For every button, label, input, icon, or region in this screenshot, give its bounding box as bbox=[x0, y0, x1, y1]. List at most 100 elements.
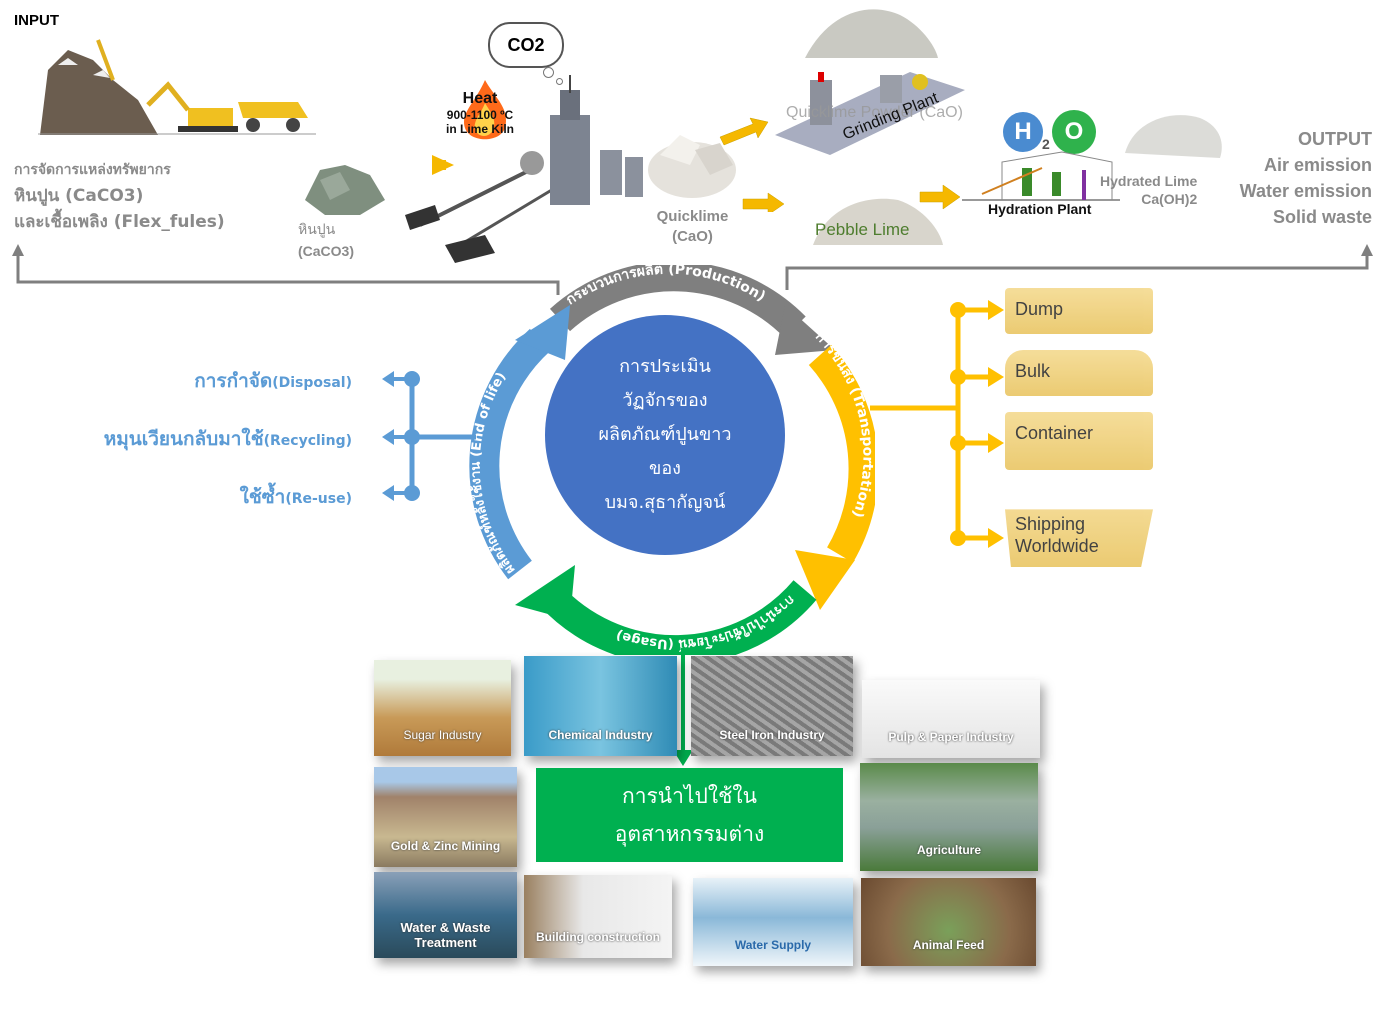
quicklime-powder-image bbox=[805, 9, 938, 58]
output-water-emission: Water emission bbox=[1239, 181, 1372, 201]
h2o-subscript: 2 bbox=[1042, 136, 1050, 152]
usage-arc bbox=[538, 580, 817, 655]
eol-recycling-en: (Recycling) bbox=[263, 433, 352, 449]
arrow-left-icon bbox=[382, 429, 394, 445]
limestone-label-th: หินปูน bbox=[298, 221, 336, 237]
arrow-right-icon bbox=[988, 528, 1004, 548]
transport-dump-label: Dump bbox=[1015, 299, 1064, 319]
arrow-up-icon bbox=[1361, 244, 1373, 256]
end-of-life-arrowhead-icon bbox=[515, 305, 570, 360]
industry-agriculture-label: Agriculture bbox=[916, 843, 981, 857]
transport-dump: Dump bbox=[1005, 288, 1153, 334]
arrow-to-pebble-icon bbox=[742, 192, 785, 212]
hydrogen-circle: H bbox=[1003, 112, 1043, 152]
industry-water-supply: Water Supply bbox=[693, 878, 853, 966]
connector-to-output bbox=[785, 254, 1369, 290]
hydrated-lime-formula: Ca(OH)2 bbox=[1141, 191, 1198, 207]
industry-agriculture: Agriculture bbox=[860, 763, 1038, 871]
co2-cloud: CO2 bbox=[488, 22, 564, 68]
industry-water-waste: Water & Waste Treatment bbox=[374, 872, 517, 958]
arrow-down-icon bbox=[673, 750, 693, 766]
eol-reuse-en: (Re-use) bbox=[285, 491, 352, 507]
arrow-right-icon bbox=[988, 367, 1004, 387]
transportation-arrowhead-icon bbox=[795, 550, 855, 610]
transport-container: Container bbox=[1005, 412, 1153, 470]
end-of-life-arc bbox=[469, 328, 551, 580]
transport-shipping: Shipping Worldwide bbox=[1005, 509, 1153, 567]
lime-kiln-plant-image bbox=[405, 75, 643, 263]
output-air-emission: Air emission bbox=[1263, 155, 1372, 175]
center-line-5: บมจ.สุธากัญจน์ bbox=[604, 492, 726, 513]
arrow-to-hydration-icon bbox=[919, 184, 961, 210]
eol-disposal: การกำจัด(Disposal) bbox=[194, 366, 352, 396]
excavator-icon bbox=[146, 81, 238, 132]
arrow-left-icon bbox=[382, 371, 394, 387]
eol-reuse: ใช้ซ้ำ(Re-use) bbox=[240, 482, 352, 512]
usage-label: การนำไปใช้ประโยชน์ (Usage) bbox=[614, 592, 797, 652]
eol-recycling: หมุนเวียนกลับมาใช้(Recycling) bbox=[104, 424, 352, 454]
heat-location: in Lime Kiln bbox=[445, 122, 514, 136]
usage-box-line-1: การนำไปใช้ใน bbox=[622, 784, 757, 808]
center-line-3: ผลิตภัณฑ์ปูนขาว bbox=[598, 424, 732, 445]
transport-branches bbox=[870, 300, 1004, 548]
life-cycle-ring: กระบวนการผลิต (Production) การขนส่ง (Tra… bbox=[469, 265, 875, 655]
quicklime-label: Quicklime (CaO) bbox=[645, 207, 740, 247]
production-arc bbox=[549, 265, 806, 338]
transport-container-label: Container bbox=[1015, 423, 1094, 443]
transport-shipping-label: Shipping Worldwide bbox=[1015, 514, 1099, 556]
arrow-right-icon bbox=[988, 433, 1004, 453]
limestone-rocks-image bbox=[305, 165, 385, 215]
oxygen-circle: O bbox=[1052, 110, 1096, 154]
industry-chemical: Chemical Industry bbox=[524, 656, 677, 756]
pebble-lime-image bbox=[813, 198, 943, 245]
arrow-up-icon bbox=[12, 244, 24, 256]
rock-pile bbox=[40, 50, 158, 135]
usage-arrowhead-icon bbox=[515, 565, 575, 620]
industry-steel-label: Steel Iron Industry bbox=[719, 728, 825, 742]
input-output-connectors bbox=[12, 244, 1373, 295]
thought-bubble-dot bbox=[556, 78, 563, 85]
industry-mining: Gold & Zinc Mining bbox=[374, 767, 517, 867]
grinding-plant-image bbox=[775, 72, 965, 155]
lca-center-circle: การประเมิน วัฏจักรของ ผลิตภัณฑ์ปูนขาว ขอ… bbox=[545, 315, 785, 555]
output-title: OUTPUT bbox=[1298, 129, 1372, 149]
resource-management-text: การจัดการแหล่งทรัพยากร หินปูน (CaCO3) แล… bbox=[14, 157, 225, 235]
industry-chemical-label: Chemical Industry bbox=[548, 728, 653, 742]
arrow-left-icon bbox=[382, 485, 394, 501]
limestone-label: หินปูน (CaCO3) bbox=[298, 218, 354, 262]
usage-industries-box: การนำไปใช้ใน อุตสาหกรรมต่าง bbox=[536, 768, 843, 862]
resource-line-2: หินปูน (CaCO3) bbox=[14, 186, 144, 206]
svg-text:การนำไปใช้ประโยชน์ (Usage): การนำไปใช้ประโยชน์ (Usage) bbox=[614, 592, 797, 652]
hydrated-lime-name: Hydrated Lime bbox=[1100, 173, 1198, 189]
quicklime-formula: (CaO) bbox=[672, 228, 713, 245]
eol-reuse-th: ใช้ซ้ำ bbox=[239, 486, 286, 508]
quicklime-rocks-image bbox=[648, 135, 736, 198]
quicklime-name: Quicklime bbox=[656, 208, 729, 225]
industry-building: Building construction bbox=[524, 875, 672, 958]
mining-illustration bbox=[38, 39, 316, 135]
transport-bulk-label: Bulk bbox=[1015, 361, 1051, 381]
industry-pulp-paper-label: Pulp & Paper Industry bbox=[888, 730, 1014, 744]
arrow-to-grinding-icon bbox=[719, 117, 769, 146]
usage-arrow-line bbox=[681, 648, 685, 753]
hydration-plant-image bbox=[962, 151, 1120, 201]
pebble-lime-label: Pebble Lime bbox=[815, 220, 910, 239]
industry-building-label: Building construction bbox=[536, 930, 660, 944]
dump-truck-icon bbox=[238, 102, 308, 132]
heat-label: Heat 900-1100 ºC in Lime Kiln bbox=[430, 90, 530, 136]
heat-title: Heat bbox=[462, 90, 498, 107]
industry-mining-label: Gold & Zinc Mining bbox=[390, 839, 501, 853]
output-solid-waste: Solid waste bbox=[1272, 207, 1372, 227]
quicklime-powder-label: Quicklime Powder (CaO) bbox=[786, 104, 963, 121]
usage-box-line-2: อุตสาหกรรมต่าง bbox=[614, 822, 765, 846]
industry-sugar: Sugar Industry bbox=[374, 660, 511, 756]
industry-animal-feed-label: Animal Feed bbox=[912, 938, 985, 952]
industry-sugar-label: Sugar Industry bbox=[403, 728, 482, 742]
hydration-plant-label: Hydration Plant bbox=[988, 201, 1092, 217]
transportation-arc bbox=[808, 344, 875, 563]
industry-water-waste-label: Water & Waste Treatment bbox=[400, 920, 491, 950]
eol-disposal-en: (Disposal) bbox=[272, 375, 352, 391]
center-line-2: วัฏจักรของ bbox=[622, 390, 708, 411]
hydrated-lime-image bbox=[1125, 115, 1222, 158]
industry-water-supply-label: Water Supply bbox=[734, 938, 812, 952]
